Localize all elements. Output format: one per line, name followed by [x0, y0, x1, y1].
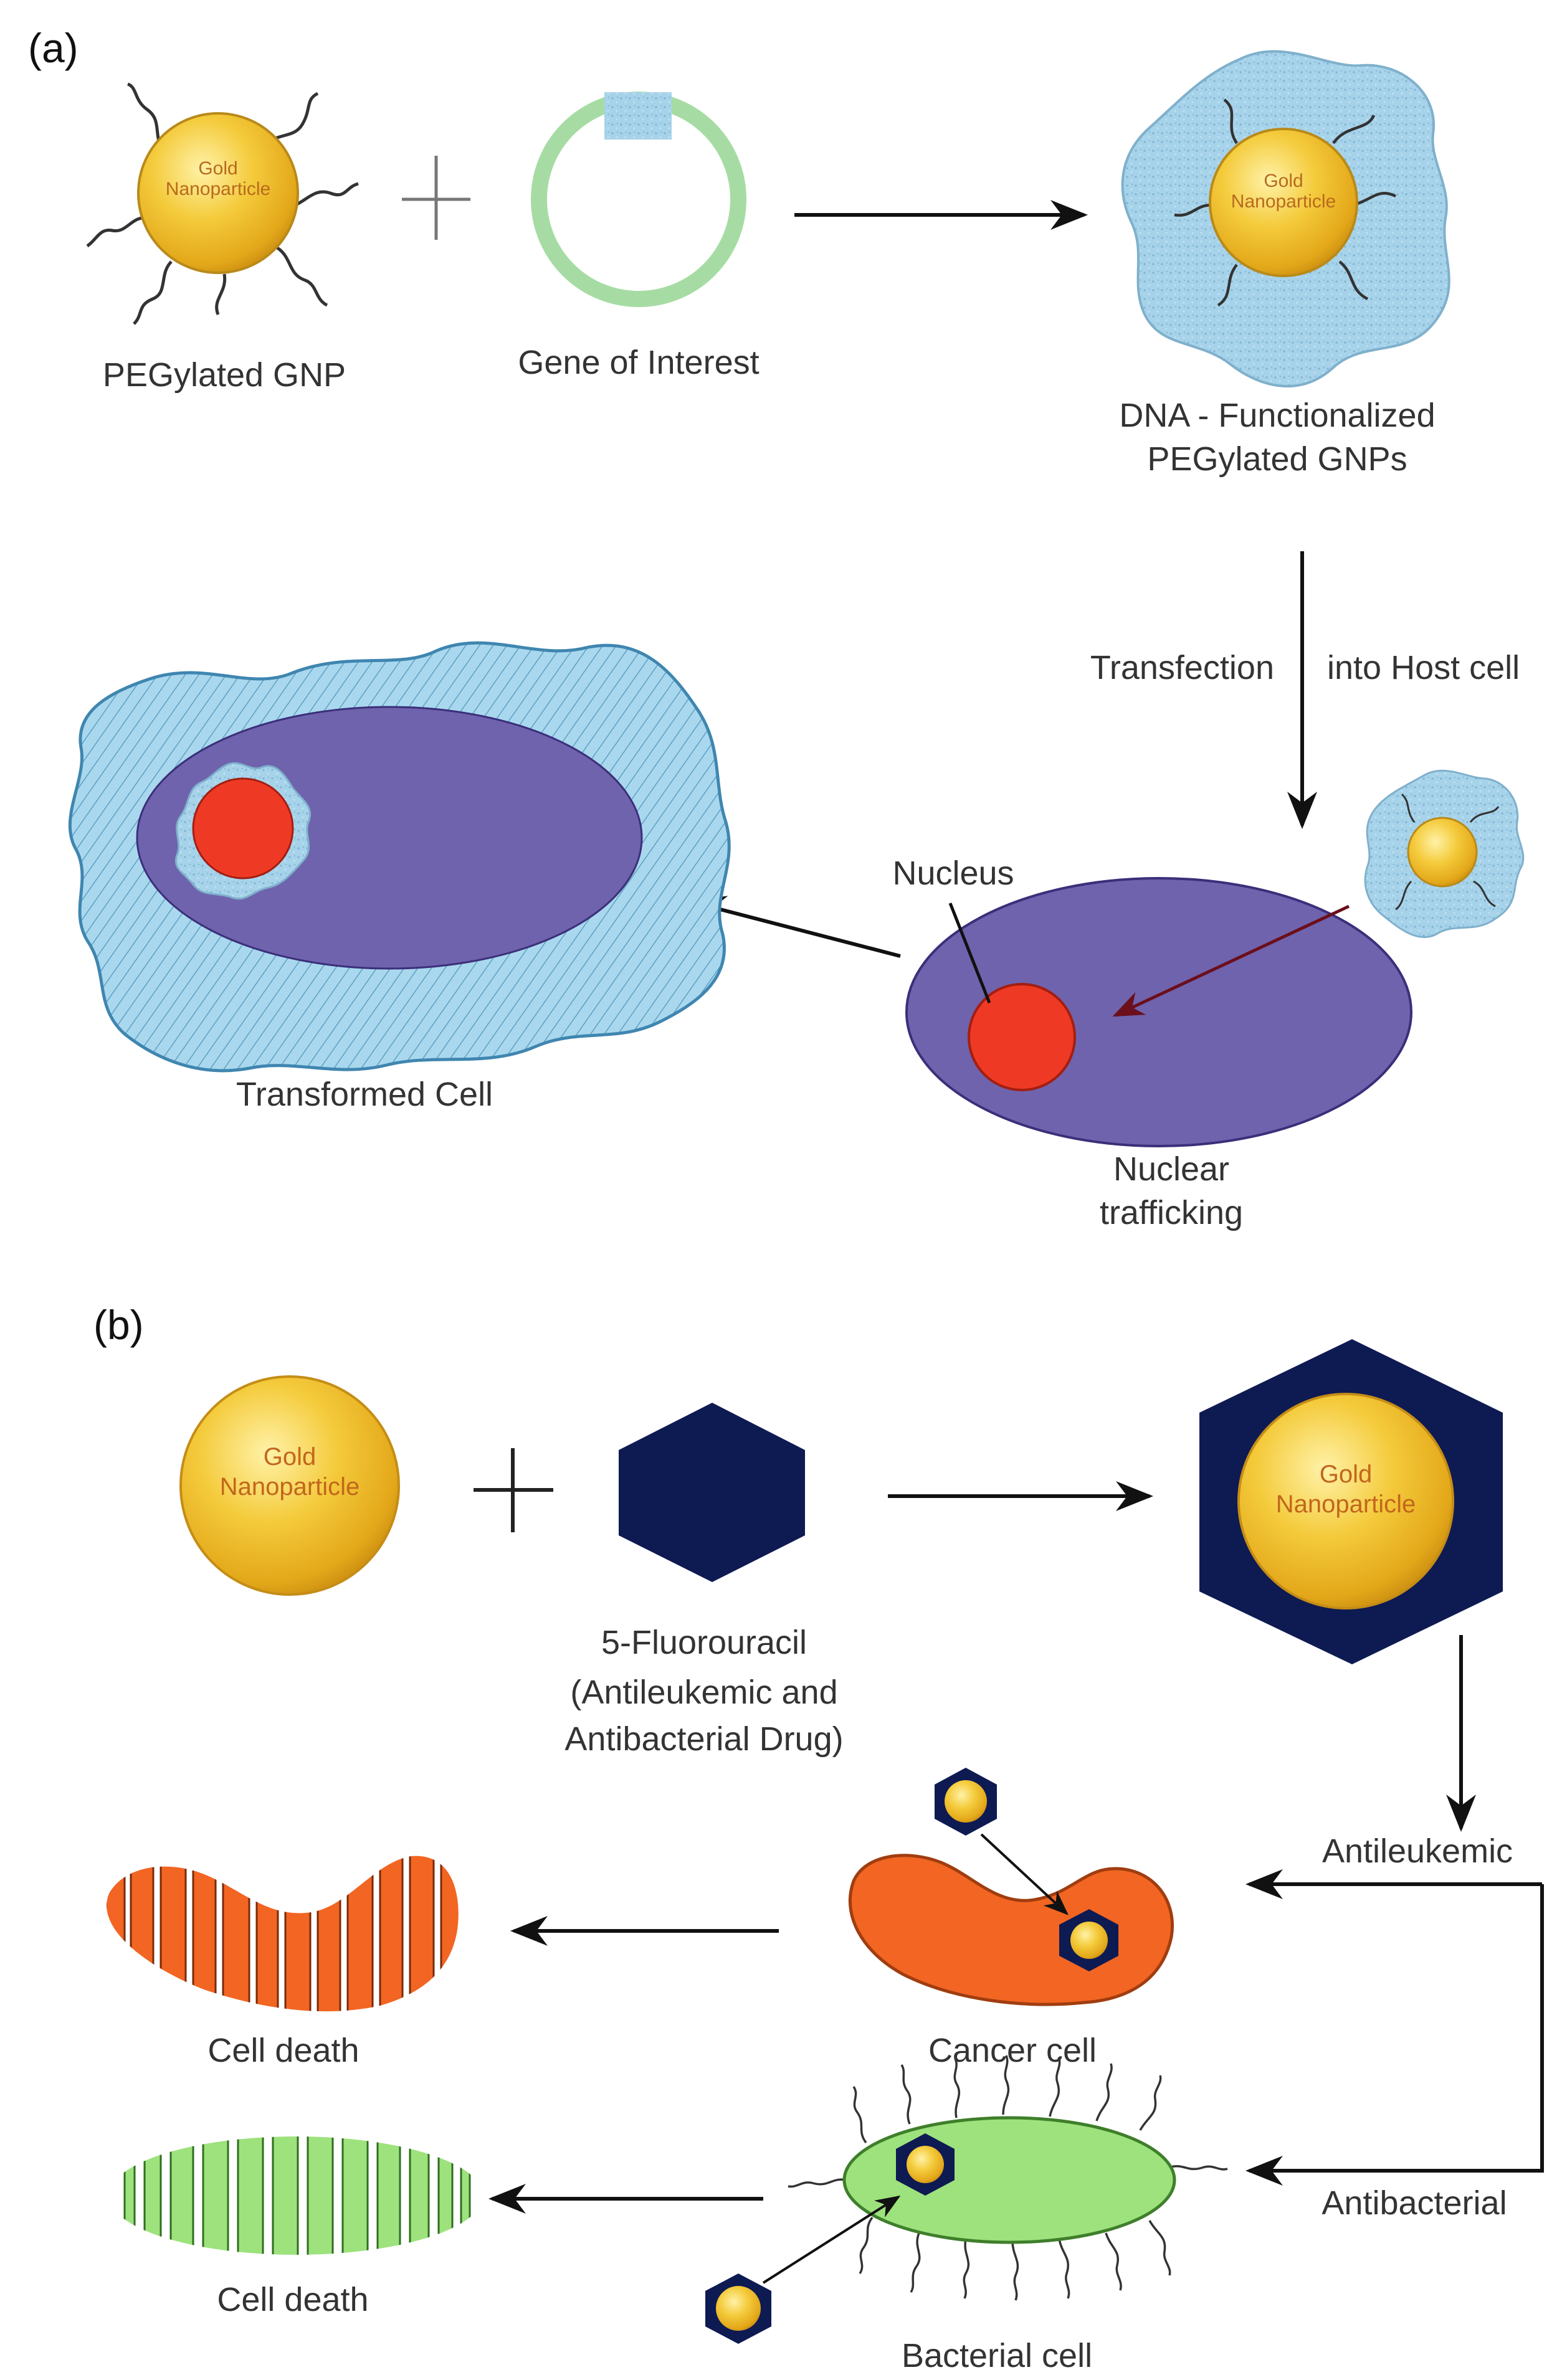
gold-label-2: Nanoparticle	[166, 179, 270, 199]
conjugate-in-bacteria	[896, 2133, 955, 2196]
bacterial-cell-death-label: Cell death	[217, 2281, 368, 2318]
gold-label-2: Nanoparticle	[220, 1473, 360, 1501]
nuclear-trafficking-label-1: Nuclear	[1113, 1150, 1229, 1188]
plus-sign-a	[402, 156, 470, 240]
panel-a-label: (a)	[28, 25, 79, 71]
cancer-cell	[848, 1768, 1174, 2006]
conjugate-approaching-bacteria	[705, 2273, 771, 2344]
conjugate-in-cancer	[1059, 1909, 1118, 1971]
gold-label-2: Nanoparticle	[1276, 1491, 1416, 1518]
drug-label-2: (Antileukemic and	[570, 1674, 837, 1711]
nuclear-trafficking-arrow	[1112, 904, 1350, 1017]
bacterial-cell	[705, 2055, 1228, 2344]
split-bracket	[1245, 1869, 1544, 2186]
transfection-label-2: into Host cell	[1327, 649, 1520, 686]
panel-b-label: (b)	[93, 1302, 144, 1348]
transformed-cell-label: Transformed Cell	[236, 1076, 493, 1113]
plasmid-icon	[531, 92, 746, 307]
pegylated-gnp: Gold Nanoparticle	[86, 82, 359, 325]
cancer-cell-death-label: Cell death	[207, 2032, 359, 2069]
plus-sign-b	[474, 1448, 553, 1532]
nucleus-label: Nucleus	[892, 855, 1014, 892]
dna-functionalized-gnp: Gold Nanoparticle	[1121, 50, 1450, 387]
host-cell	[905, 877, 1412, 1147]
gold-label-1: Gold	[1264, 171, 1303, 191]
antibacterial-label: Antibacterial	[1322, 2184, 1507, 2222]
conjugate-approaching-cancer	[935, 1768, 997, 1836]
drug-label-1: 5-Fluorouracil	[601, 1624, 807, 1661]
gold-label-1: Gold	[264, 1443, 317, 1471]
arrow-transform	[688, 896, 901, 958]
pegylated-gnp-label: PEGylated GNP	[103, 356, 346, 394]
gene-of-interest-label: Gene of Interest	[518, 344, 759, 381]
nucleus-pointer	[948, 903, 991, 1003]
drug-gnp-conjugate: Gold Nanoparticle	[1199, 1339, 1503, 1664]
gold-label-1: Gold	[198, 158, 237, 179]
gold-label-1: Gold	[1320, 1461, 1373, 1488]
fluorouracil-hexagon	[619, 1403, 805, 1582]
transfection-label-1: Transfection	[1090, 649, 1274, 686]
nuclear-trafficking-label-2: trafficking	[1100, 1194, 1243, 1231]
transformed-cell	[68, 641, 731, 1073]
dna-functionalized-label-2: PEGylated GNPs	[1147, 440, 1407, 478]
dead-bacterial-cell	[123, 2136, 471, 2255]
drug-label-3: Antibacterial Drug)	[564, 1720, 843, 1758]
cancer-cell-label: Cancer cell	[928, 2032, 1097, 2069]
gold-nanoparticle: Gold Nanoparticle	[179, 1375, 400, 1596]
dead-cancer-cell	[107, 1856, 459, 2012]
bacterial-cell-label: Bacterial cell	[902, 2337, 1092, 2374]
host-nucleus	[968, 983, 1076, 1091]
small-functionalized-gnp	[1364, 769, 1525, 938]
antileukemic-label: Antileukemic	[1322, 1832, 1513, 1870]
gold-label-2: Nanoparticle	[1231, 191, 1336, 212]
dna-functionalized-label-1: DNA - Functionalized	[1119, 397, 1435, 434]
